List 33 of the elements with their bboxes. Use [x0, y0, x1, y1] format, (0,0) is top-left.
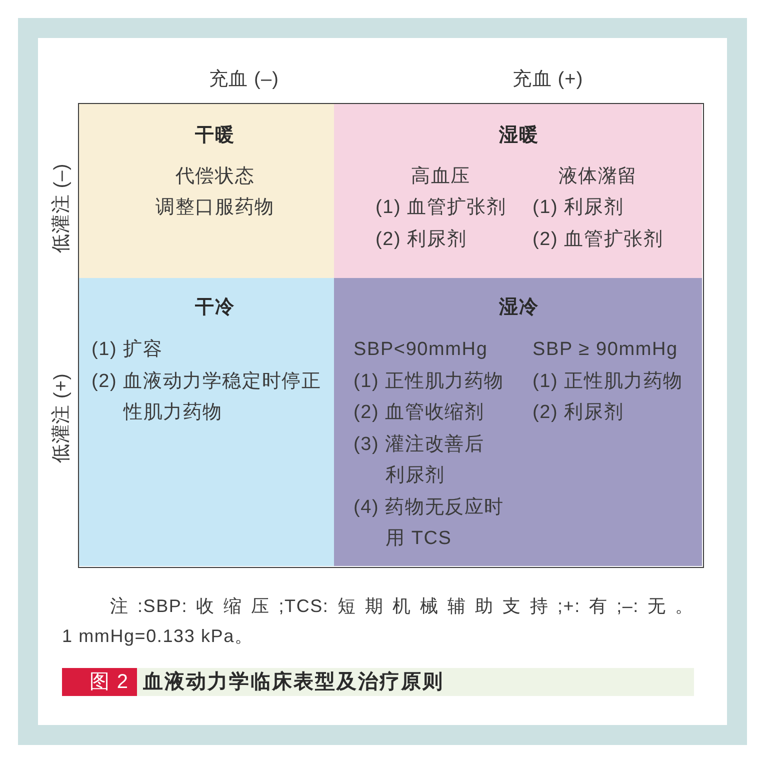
column-heading: SBP<90mmHg: [354, 338, 488, 362]
column-heading: SBP ≥ 90mmHg: [532, 338, 678, 362]
row-label: 低灌注 (–): [50, 163, 73, 253]
quadrant-heading: 湿暖: [499, 124, 539, 148]
quadrant-panel: [334, 278, 702, 566]
list-item: (1) 血管扩张剂: [376, 196, 506, 220]
list-item: (2) 血液动力学稳定时停正性肌力药物: [92, 370, 322, 425]
quadrant-heading: 湿冷: [499, 296, 539, 320]
column-label: 充血 (–): [208, 68, 280, 92]
list-item: (2) 利尿剂: [532, 401, 624, 425]
list-item: (2) 利尿剂: [376, 228, 467, 252]
figure-title: 血液动力学临床表型及治疗原则: [143, 670, 444, 695]
description-text: 调整口服药物: [156, 196, 274, 220]
description-text: 代偿状态: [175, 164, 255, 188]
column-label: 充血 (+): [512, 68, 584, 92]
list-item: (2) 血管扩张剂: [532, 228, 664, 252]
list-item: (3) 灌注改善后利尿剂: [354, 432, 486, 488]
quadrant-heading: 干暖: [195, 124, 235, 148]
column-heading: 高血压: [411, 164, 471, 188]
list-item: (1) 正性肌力药物: [354, 370, 504, 394]
row-label: 低灌注 (+): [50, 372, 73, 464]
column-heading: 液体潴留: [558, 164, 638, 188]
quadrant-panel: [79, 104, 334, 278]
quadrant-heading: 干冷: [195, 296, 235, 320]
quadrant-panel: [79, 278, 334, 566]
figure-number: 图 2: [62, 668, 137, 696]
list-item: (4) 药物无反应时用 TCS: [354, 496, 505, 551]
quadrant-panel: [334, 104, 702, 278]
footnote: 注:SBP:收缩压;TCS:短期机械辅助支持;+:有;–:无。1 mmHg=0.133 kPa。: [62, 595, 694, 648]
list-item: (1) 扩容: [92, 338, 163, 362]
list-item: (2) 血管收缩剂: [354, 401, 484, 425]
list-item: (1) 利尿剂: [532, 196, 624, 220]
list-item: (1) 正性肌力药物: [532, 370, 683, 394]
